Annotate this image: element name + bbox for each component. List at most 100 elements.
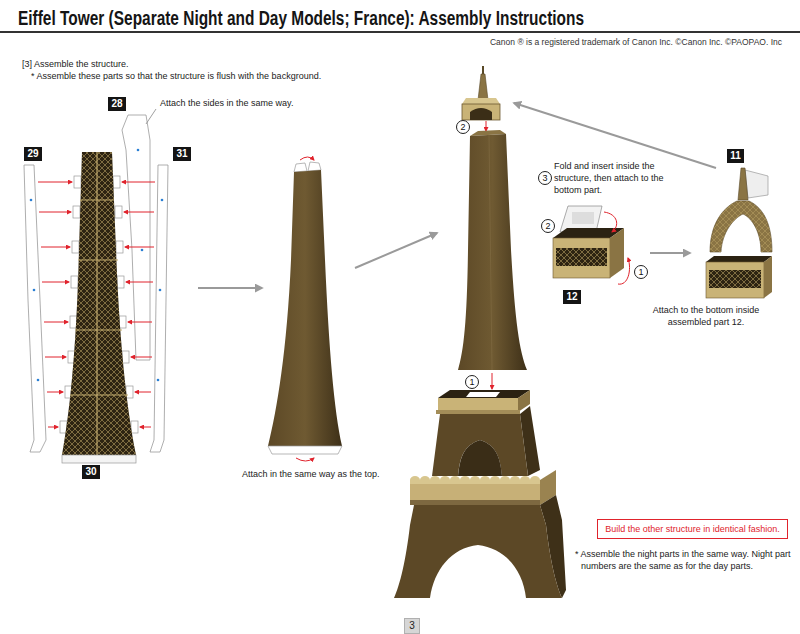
- flat-parts: [122, 182, 155, 183]
- flat-parts: [128, 322, 152, 323]
- tower-section: [268, 157, 342, 461]
- node-text: 28: [111, 98, 122, 110]
- instruction-note: Fold and insert inside the structure, th…: [554, 160, 672, 196]
- notice-box: Build the other structure in identical f…: [597, 519, 788, 539]
- step-number-circle: 3: [538, 171, 552, 185]
- flat-parts: [146, 109, 156, 124]
- flat-parts: [42, 282, 69, 283]
- part-12-box: [618, 258, 630, 284]
- part-11-arch: [706, 168, 772, 298]
- flat-parts: [47, 392, 63, 393]
- part-number-badge: 30: [82, 465, 100, 479]
- page-number-box: 3: [404, 618, 420, 634]
- tower-section: [268, 170, 342, 446]
- flat-parts: [131, 357, 152, 358]
- part-11-arch: [710, 201, 772, 252]
- flat-parts: [38, 182, 155, 427]
- node-text: 1: [638, 267, 643, 277]
- footnote: * Assemble the night parts in the same w…: [575, 548, 799, 572]
- eiffel-tower: [492, 373, 493, 389]
- part-number-badge: 28: [108, 97, 126, 111]
- flat-parts: [159, 289, 162, 292]
- part-12-box: [604, 212, 617, 232]
- flat-parts: [39, 212, 71, 213]
- part-12-box: [556, 248, 607, 266]
- eiffel-tower: [466, 392, 500, 397]
- part-12-box: [553, 206, 630, 284]
- eiffel-tower: [458, 134, 527, 370]
- title-rule: [0, 31, 800, 33]
- part-12-box: [572, 212, 594, 224]
- node-text: 30: [85, 466, 96, 478]
- part-11-arch: [745, 170, 768, 198]
- node-text: 12: [566, 291, 577, 303]
- part-number-badge: 31: [173, 147, 191, 161]
- eiffel-tower: [438, 398, 518, 412]
- part-11-arch: [709, 270, 761, 288]
- eiffel-tower: [489, 135, 492, 370]
- flat-parts: [125, 247, 154, 248]
- flat-parts: [116, 241, 123, 253]
- flat-parts: [38, 182, 72, 183]
- node-text: 2: [545, 221, 550, 231]
- flat-parts: [33, 289, 36, 292]
- node-text: Build the other structure in identical f…: [605, 523, 780, 535]
- flat-parts: [37, 379, 40, 382]
- eiffel-tower: [438, 390, 530, 398]
- flat-parts: [161, 199, 164, 202]
- copyright-note: Canon ® is a registered trademark of Can…: [490, 36, 782, 48]
- eiffel-tower: [486, 121, 487, 131]
- part-11-arch: [738, 168, 748, 200]
- step-arrow: [355, 233, 437, 268]
- step-arrow: [514, 103, 716, 168]
- flat-parts: [62, 152, 136, 455]
- step-heading: [3] Assemble the structure.: [22, 58, 129, 70]
- part-12-box: [556, 248, 607, 266]
- page-title: Eiffel Tower (Separate Night and Day Mod…: [18, 6, 584, 30]
- step-arrow: [198, 287, 262, 289]
- flat-parts: [115, 206, 122, 218]
- flat-parts: [126, 282, 153, 283]
- part-11-arch: [706, 262, 764, 298]
- node-text: 1: [469, 377, 474, 387]
- step-number-circle: 1: [634, 265, 648, 279]
- flat-parts: [113, 176, 120, 188]
- flat-parts: [126, 386, 133, 398]
- flat-parts: [131, 421, 138, 433]
- part-11-arch: [710, 201, 772, 252]
- eiffel-tower: [458, 440, 502, 476]
- flat-parts: [70, 152, 128, 455]
- tower-section: [296, 458, 314, 461]
- step-number-circle: 2: [456, 120, 470, 134]
- flat-parts: [135, 392, 151, 393]
- eiffel-tower: [462, 104, 500, 120]
- flat-parts: [44, 322, 68, 323]
- flat-parts: [150, 165, 168, 452]
- flat-parts: [141, 249, 144, 252]
- eiffel-tower: [410, 484, 540, 500]
- node-text: 3: [542, 173, 547, 183]
- eiffel-tower: [470, 108, 492, 120]
- flat-parts: [48, 427, 58, 428]
- flat-parts: [71, 276, 78, 288]
- flat-parts: [45, 357, 66, 358]
- part-12-box: [553, 238, 610, 278]
- eiffel-tower: [462, 98, 500, 104]
- step-number-circle: 2: [541, 219, 555, 233]
- node-text: 31: [176, 148, 187, 160]
- flat-parts: [117, 276, 124, 288]
- eiffel-tower: [436, 410, 520, 414]
- flat-parts: [140, 427, 151, 428]
- node-text: 29: [27, 148, 38, 160]
- eiffel-tower: [410, 476, 540, 505]
- step-note: * Assemble these parts so that the struc…: [31, 70, 321, 82]
- flat-parts: [73, 206, 80, 218]
- title-rule: [0, 31, 800, 33]
- flat-parts: [157, 379, 160, 382]
- node-text: 3: [409, 620, 415, 632]
- flat-parts: [41, 247, 70, 248]
- part-number-badge: 29: [24, 147, 42, 161]
- part-11-arch: [706, 256, 772, 262]
- flat-parts: [24, 165, 46, 452]
